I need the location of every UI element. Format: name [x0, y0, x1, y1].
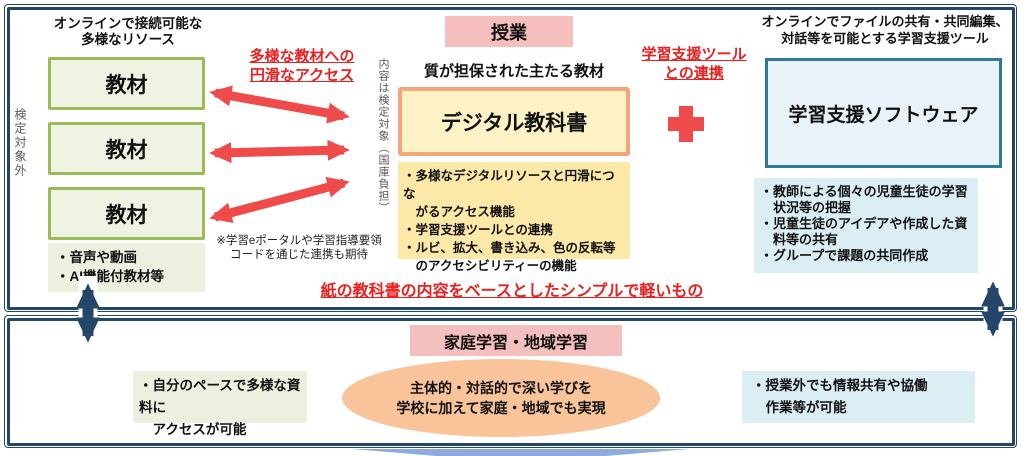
e-portal-note: ※学習eポータルや学習指導要領 コードを通じた連携も期待	[216, 235, 382, 261]
digital-textbook-box: デジタル教科書	[398, 87, 630, 156]
smooth-access-label: 多様な教材への 円滑なアクセス	[249, 48, 355, 84]
quality-subtitle: 質が担保された主たる教材	[423, 63, 604, 80]
material-box-3: 教材	[48, 187, 205, 240]
own-pace-box: ・自分のペースで多様な資料に アクセスが可能	[133, 371, 307, 437]
home-learning-label: 家庭学習・地域学習	[410, 325, 622, 356]
tool-link-label: 学習支援ツール との連携	[641, 46, 747, 82]
down-chevron-icon	[352, 449, 690, 456]
textbook-features-box: ・多様なデジタルリソースと円滑につな がるアクセス機能 ・学習支援ツールとの連携…	[398, 162, 630, 273]
support-tool-header: オンラインでファイルの共有・共同編集、 対話等を可能とする学習支援ツール	[761, 14, 1009, 46]
material-box-2: 教材	[48, 122, 205, 175]
outside-class-box: ・授業外でも情報共有や協働 作業等が可能	[742, 371, 975, 423]
classroom-section-frame	[4, 4, 1017, 312]
software-features-box: ・教師による個々の児童生徒の学習 状況等の把握 ・児童生徒のアイデアや作成した資…	[754, 178, 978, 273]
certification-subject-vertical-note: 内容は検定対象（国庫負担）	[377, 58, 389, 214]
paper-base-note: 紙の教科書の内容をベースとしたシンプルで軽いもの	[320, 283, 704, 300]
learning-support-software-box: 学習支援ソフトウェア	[765, 58, 1002, 168]
online-resources-header: オンラインで接続可能な 多様なリソース	[53, 16, 203, 47]
classroom-section-frame-inner	[6, 6, 1015, 310]
material-box-1: 教材	[48, 57, 205, 110]
outside-certification-vertical-note: 検定対象外	[13, 108, 27, 178]
home-learning-section-frame	[4, 315, 1017, 448]
class-label: 授業	[445, 16, 573, 47]
deep-learning-ellipse: 主体的・対話的で深い学びを 学校に加えて家庭・地域でも実現	[342, 359, 660, 437]
home-learning-section-frame-inner	[6, 317, 1015, 446]
resources-examples-box: ・音声や動画 ・AI機能付教材等	[48, 243, 205, 292]
